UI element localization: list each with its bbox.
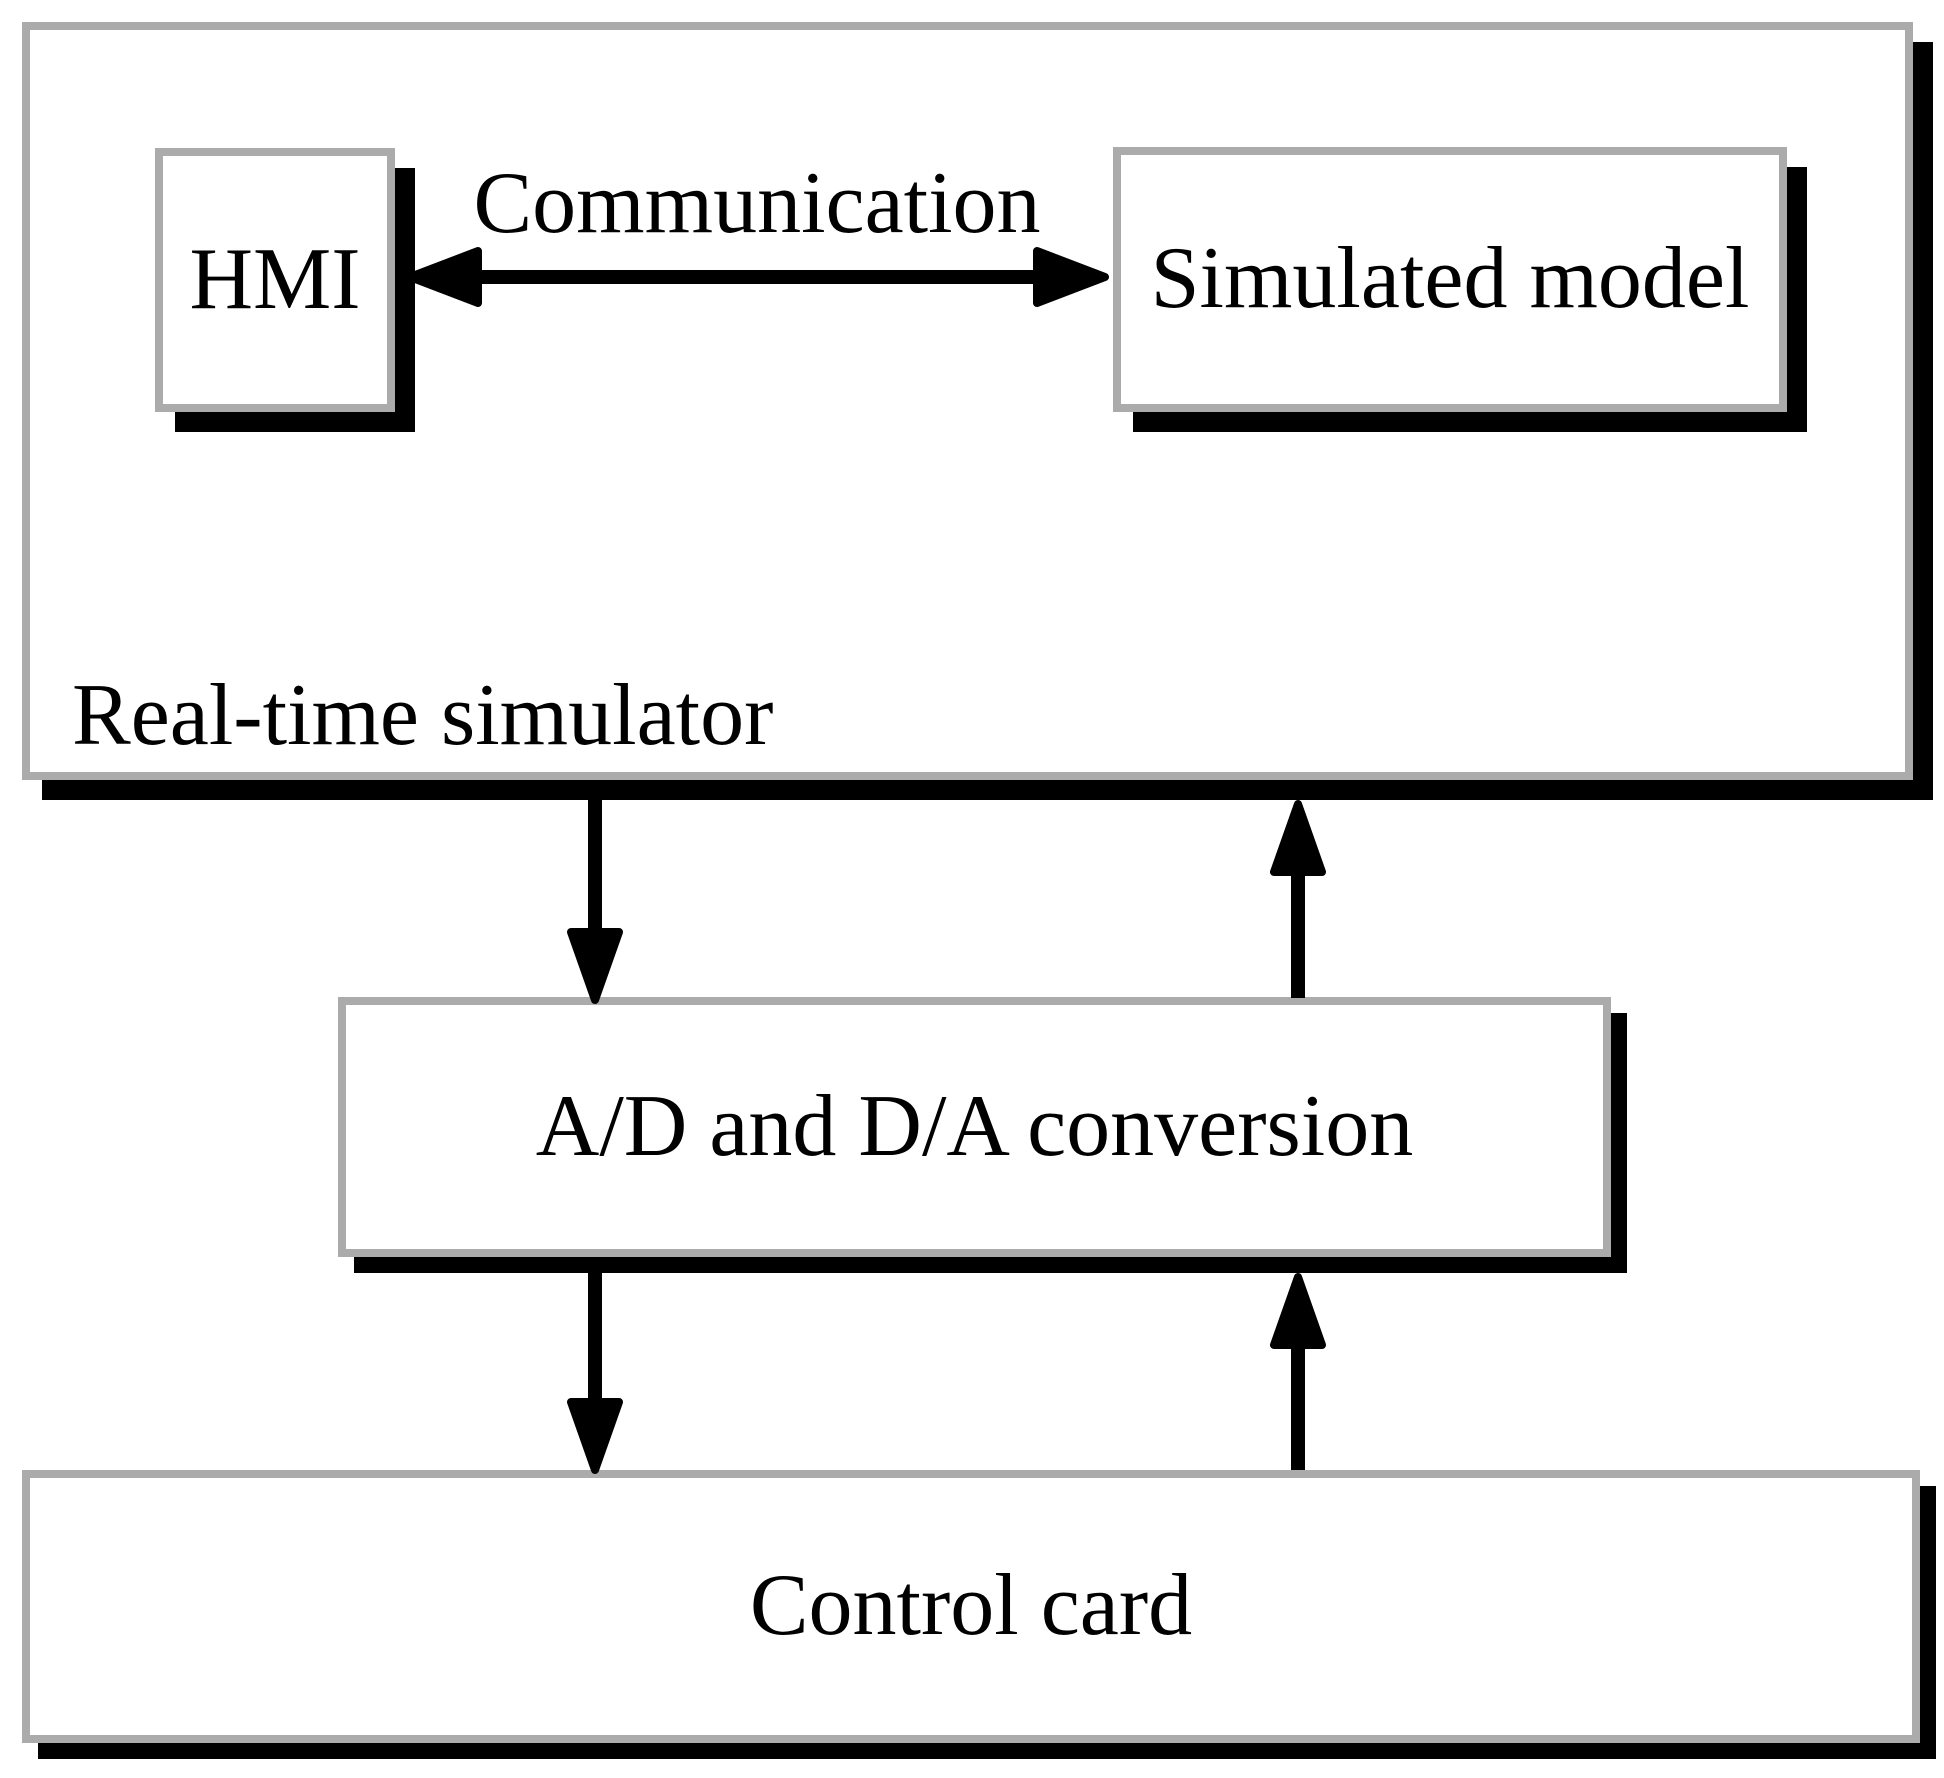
hmi-label: HMI <box>189 230 361 328</box>
simulated-model-box: Simulated model <box>1113 147 1787 412</box>
control-card-label: Control card <box>749 1557 1193 1655</box>
simulated-model-label: Simulated model <box>1150 230 1750 328</box>
control-card-box: Control card <box>22 1470 1920 1743</box>
hmi-box: HMI <box>155 148 395 412</box>
simulator-to-adda-arrow <box>567 800 623 1004</box>
control-card-to-adda-arrow <box>1270 1273 1326 1470</box>
adda-conversion-box: A/D and D/A conversion <box>338 997 1611 1257</box>
adda-to-control-card-arrow <box>567 1273 623 1474</box>
communication-label: Communication <box>473 155 1041 252</box>
adda-to-simulator-arrow <box>1270 800 1326 998</box>
real-time-simulator-label: Real-time simulator <box>72 666 774 764</box>
adda-conversion-label: A/D and D/A conversion <box>535 1077 1414 1175</box>
